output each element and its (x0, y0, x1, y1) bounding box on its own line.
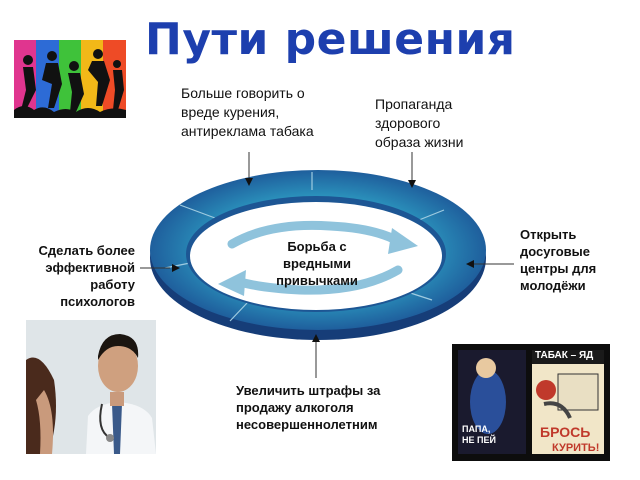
label-anti-smoking: Больше говорить о вреде курения, антирек… (181, 85, 314, 139)
posters-picture (452, 344, 610, 461)
poster-top-text: ТАБАК – ЯД (535, 350, 594, 361)
label-healthy-lifestyle: Пропаганда здорового образа жизни (375, 96, 464, 150)
label-fines: Увеличить штрафы за продажу алкоголя нес… (236, 383, 381, 432)
cycle-arrow-top (227, 220, 401, 249)
cycle-arrow-bottom-head (218, 270, 246, 296)
youth-silhouettes-picture (14, 40, 126, 118)
poster-dad-text: ПАПА, НЕ ПЕЙ (462, 424, 496, 445)
cycle-arrow-bottom (235, 265, 403, 295)
label-leisure-centers: Открыть досуговые центры для молодёжи (520, 227, 597, 293)
page-title: Пути решения (145, 14, 516, 65)
poster-smoking-text: КУРИТЬ! (552, 442, 600, 454)
poster-quit-text: БРОСЬ (540, 424, 591, 440)
label-psychologists: Сделать более эффективной работу психоло… (38, 243, 135, 309)
cycle-arrow-top-head (388, 228, 418, 254)
center-label: Борьба с вредными привычками (276, 239, 358, 288)
doctor-picture (26, 320, 156, 454)
